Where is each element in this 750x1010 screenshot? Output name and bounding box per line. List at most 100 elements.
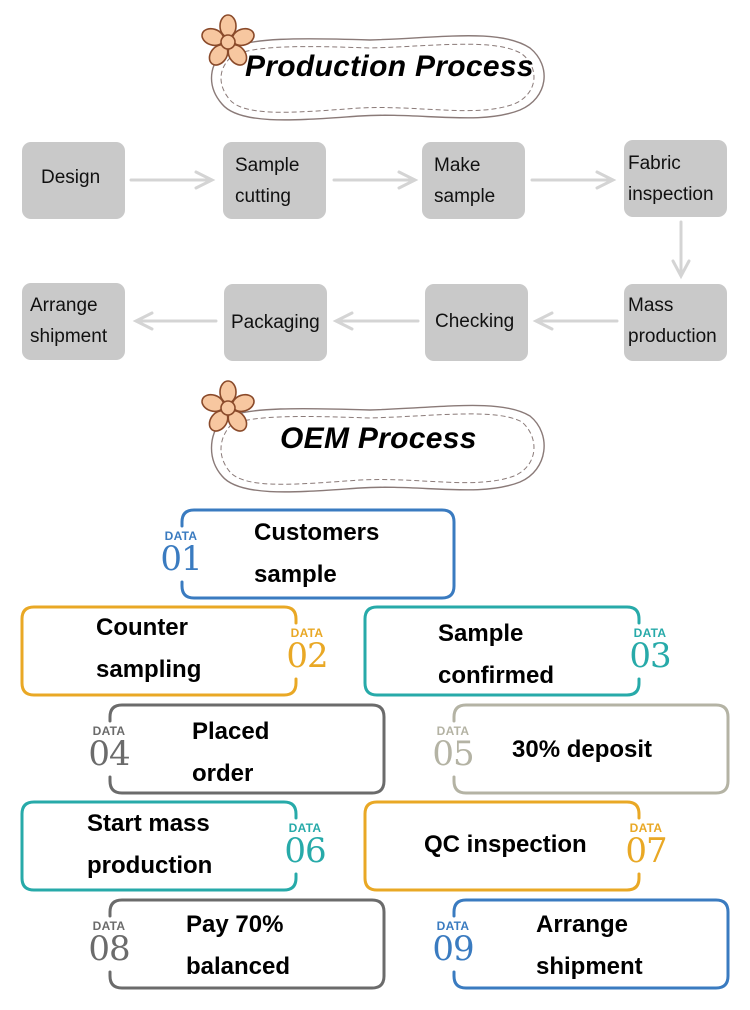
process-step-label: shipment <box>30 326 108 347</box>
step-text: Start mass production <box>87 803 212 887</box>
oem-step-05: DATA 05 30% deposit <box>424 703 734 795</box>
step-text: Arrange shipment <box>536 904 643 988</box>
process-step-label: Arrange <box>30 295 98 316</box>
step-number-tag: DATA 04 <box>84 724 134 774</box>
step-number: 06 <box>284 831 326 871</box>
oem-step-08: DATA 08 Pay 70% balanced <box>80 898 390 990</box>
step-text-line: 30% deposit <box>512 736 653 763</box>
oem-step-02: DATA 02 Counter sampling <box>20 605 340 697</box>
data-label: DATA <box>92 919 126 933</box>
step-number-tag: DATA 07 <box>621 821 671 871</box>
cloud-badge-outline <box>210 35 545 121</box>
oem-step-06: DATA 06 Start mass production <box>20 800 340 892</box>
step-number: 05 <box>432 734 474 774</box>
process-step-mass-production: Mass production <box>624 284 727 361</box>
step-number-tag: DATA 01 <box>156 529 206 579</box>
step-text: Pay 70% balanced <box>186 904 290 988</box>
step-text: Customers sample <box>254 512 379 596</box>
oem-step-01: DATA 01 Customers sample <box>150 508 460 600</box>
process-step-label: production <box>628 326 717 347</box>
step-bracket-outline <box>20 800 298 892</box>
step-text-line: order <box>192 760 254 787</box>
process-step-label: Sample <box>235 155 300 176</box>
step-bracket-outline <box>108 898 386 990</box>
process-step-label: Fabric <box>628 153 681 174</box>
arrow-right-icon <box>129 170 216 190</box>
process-step-arrange-shipment: Arrange shipment <box>22 283 125 360</box>
step-text-line: Customers <box>254 519 380 546</box>
step-number: 08 <box>88 929 130 969</box>
process-step-label: Make <box>434 155 481 176</box>
oem-step-03: DATA 03 Sample confirmed <box>363 605 683 697</box>
step-number-tag: DATA 03 <box>625 626 675 676</box>
arrow-left-icon <box>332 311 420 331</box>
flower-icon <box>201 380 255 432</box>
process-step-label: cutting <box>235 186 291 207</box>
process-step-packaging: Packaging <box>224 284 327 361</box>
step-text: QC inspection <box>424 824 587 866</box>
step-number: 07 <box>625 831 667 871</box>
step-text-line: Counter <box>96 614 188 641</box>
step-text-line: shipment <box>536 953 643 980</box>
step-bracket-outline <box>452 898 730 990</box>
data-label: DATA <box>633 626 667 640</box>
step-bracket-outline <box>180 508 456 600</box>
production-title-badge: Production Process <box>200 8 550 128</box>
step-text-line: Placed <box>192 718 270 745</box>
step-text: Placed order <box>192 711 269 795</box>
step-number-tag: DATA 09 <box>428 920 478 969</box>
step-number-tag: DATA 02 <box>282 626 332 676</box>
step-text-line: Sample <box>438 620 524 647</box>
oem-title-badge: OEM Process <box>200 380 550 500</box>
step-text: 30% deposit <box>512 729 652 771</box>
process-step-label: Packaging <box>231 312 320 333</box>
step-number-tag: DATA 05 <box>428 724 478 774</box>
step-bracket-outline <box>452 703 730 795</box>
data-label: DATA <box>288 821 322 835</box>
step-number: 09 <box>432 929 474 969</box>
step-text-line: QC inspection <box>424 831 587 858</box>
step-number: 02 <box>286 636 328 676</box>
process-step-label: Checking <box>435 311 515 332</box>
process-step-sample-cutting: Sample cutting <box>223 142 326 219</box>
data-label: DATA <box>92 724 126 738</box>
arrow-left-icon <box>132 311 218 331</box>
step-bracket-outline <box>20 605 298 697</box>
arrow-left-icon <box>532 311 619 331</box>
step-text-line: sample <box>254 561 337 588</box>
step-text-line: confirmed <box>438 662 555 689</box>
step-bracket-outline <box>363 800 641 892</box>
process-step-label: Design <box>41 167 101 188</box>
process-step-design: Design <box>22 142 125 219</box>
step-number: 04 <box>88 734 130 774</box>
step-text: Sample confirmed <box>438 613 554 697</box>
flower-icon <box>201 14 255 66</box>
cloud-badge-outline <box>210 404 545 493</box>
arrow-right-icon <box>332 170 419 190</box>
step-text-line: Pay 70% <box>186 911 284 938</box>
process-step-checking: Checking <box>425 284 528 361</box>
data-label: DATA <box>629 821 663 835</box>
process-step-label: sample <box>434 186 496 207</box>
step-text: Counter sampling <box>96 607 201 691</box>
process-step-fabric-inspection: Fabric inspection <box>624 140 727 217</box>
data-label: DATA <box>436 724 470 738</box>
process-step-make-sample: Make sample <box>422 142 525 219</box>
step-number: 03 <box>629 636 671 676</box>
step-bracket-outline <box>108 703 386 795</box>
process-arrows <box>129 170 691 331</box>
step-text-line: sampling <box>96 656 202 683</box>
step-text-line: balanced <box>186 953 291 980</box>
oem-step-07: DATA 07 QC inspection <box>363 800 683 892</box>
step-number: 01 <box>160 539 202 579</box>
data-label: DATA <box>164 529 198 543</box>
data-label: DATA <box>290 626 324 640</box>
step-text-line: Arrange <box>536 911 629 938</box>
step-text-line: production <box>87 852 213 879</box>
process-step-label: inspection <box>628 184 714 205</box>
arrow-right-icon <box>530 170 617 190</box>
oem-step-04: DATA 04 Placed order <box>80 703 390 795</box>
step-number-tag: DATA 08 <box>84 919 134 969</box>
production-title: Production Process <box>245 50 534 83</box>
step-bracket-outline <box>363 605 641 697</box>
